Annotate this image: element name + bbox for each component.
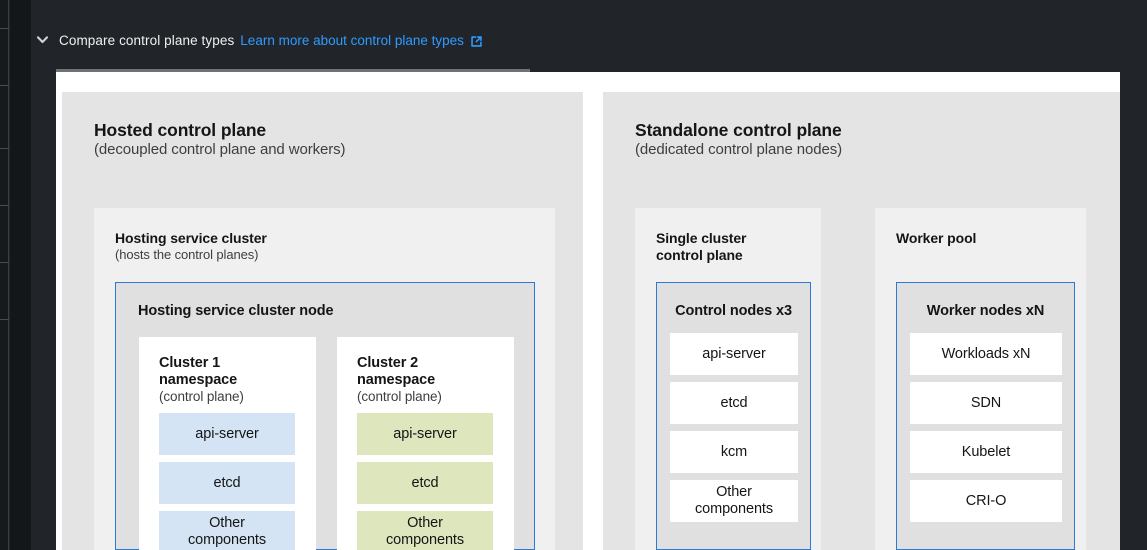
control-node-component-list: api-server etcd kcm Other components [670, 333, 798, 529]
component-item: Other components [357, 511, 493, 550]
hosted-plane-heading: Hosted control plane (decoupled control … [62, 92, 583, 160]
horizontal-scrollbar-thumb[interactable] [56, 69, 530, 74]
standalone-plane-heading: Standalone control plane (dedicated cont… [603, 92, 1120, 160]
cluster-2-namespace-subtitle: (control plane) [357, 388, 442, 404]
cluster-2-namespace-title: Cluster 2 namespace [357, 355, 436, 388]
control-nodes-title: Control nodes x3 [675, 303, 792, 319]
chevron-down-icon[interactable] [31, 29, 53, 51]
control-nodes-box: Control nodes x3 api-server etcd kcm Oth… [656, 282, 811, 550]
component-item: kcm [670, 431, 798, 473]
rail-divider [0, 148, 9, 149]
diagram-content-panel: Hosted control plane (decoupled control … [56, 72, 1120, 550]
hosting-service-cluster-node-box: Hosting service cluster node Cluster 1 n… [115, 282, 535, 550]
hosting-service-cluster-heading: Hosting service cluster (hosts the contr… [94, 208, 555, 262]
single-cluster-control-plane-panel: Single cluster control plane Control nod… [635, 208, 821, 550]
component-item: api-server [159, 413, 295, 455]
component-item: etcd [357, 462, 493, 504]
cluster-1-component-list: api-server etcd Other components [159, 413, 295, 550]
hosting-service-cluster-panel: Hosting service cluster (hosts the contr… [94, 208, 555, 550]
single-cluster-title: Single cluster control plane [656, 230, 747, 263]
worker-pool-title: Worker pool [896, 230, 977, 246]
cluster-2-namespace-card: Cluster 2 namespace (control plane) api-… [337, 337, 514, 550]
horizontal-scrollbar-track[interactable] [56, 69, 1120, 74]
rail-divider [0, 205, 9, 206]
worker-nodes-box: Worker nodes xN Workloads xN SDN Kubelet… [896, 282, 1075, 550]
worker-nodes-title: Worker nodes xN [926, 303, 1045, 319]
rail-divider [0, 28, 9, 29]
control-plane-comparison-diagram: Hosted control plane (decoupled control … [56, 72, 1120, 550]
cluster-1-namespace-card: Cluster 1 namespace (control plane) api-… [139, 337, 316, 550]
component-item: Workloads xN [910, 333, 1062, 375]
rail-divider [0, 319, 9, 320]
component-item: etcd [670, 382, 798, 424]
standalone-control-plane-column: Standalone control plane (dedicated cont… [603, 92, 1120, 550]
collapsible-section-header: Compare control plane types Learn more a… [31, 24, 1147, 56]
component-item: etcd [159, 462, 295, 504]
worker-pool-heading: Worker pool [875, 208, 1086, 247]
hosted-plane-subtitle: (decoupled control plane and workers) [94, 141, 346, 159]
left-rail-inner [10, 0, 31, 550]
hosting-service-cluster-subtitle: (hosts the control planes) [115, 246, 259, 262]
left-rail-outer [0, 0, 9, 550]
component-item: Kubelet [910, 431, 1062, 473]
cluster-1-namespace-title: Cluster 1 namespace [159, 355, 238, 388]
section-title: Compare control plane types [59, 32, 235, 48]
hosting-service-cluster-title: Hosting service cluster [115, 230, 267, 246]
standalone-plane-subtitle: (dedicated control plane nodes) [635, 141, 843, 159]
standalone-plane-title: Standalone control plane [635, 120, 842, 140]
learn-more-link[interactable]: Learn more about control plane types [240, 33, 483, 48]
component-item: api-server [670, 333, 798, 375]
component-item: Other components [670, 480, 798, 522]
cluster-2-component-list: api-server etcd Other components [357, 413, 493, 550]
component-item: SDN [910, 382, 1062, 424]
external-link-icon [470, 35, 483, 48]
single-cluster-heading: Single cluster control plane [635, 208, 821, 263]
rail-divider [0, 85, 9, 86]
hosting-service-cluster-node-title: Hosting service cluster node [138, 303, 334, 319]
worker-node-component-list: Workloads xN SDN Kubelet CRI-O [910, 333, 1062, 529]
hosted-control-plane-column: Hosted control plane (decoupled control … [62, 92, 583, 550]
worker-pool-panel: Worker pool Worker nodes xN Workloads xN… [875, 208, 1086, 550]
component-item: Other components [159, 511, 295, 550]
rail-divider [0, 262, 9, 263]
learn-more-label: Learn more about control plane types [240, 32, 464, 48]
hosted-plane-title: Hosted control plane [94, 120, 267, 140]
component-item: api-server [357, 413, 493, 455]
cluster-1-namespace-subtitle: (control plane) [159, 388, 244, 404]
component-item: CRI-O [910, 480, 1062, 522]
